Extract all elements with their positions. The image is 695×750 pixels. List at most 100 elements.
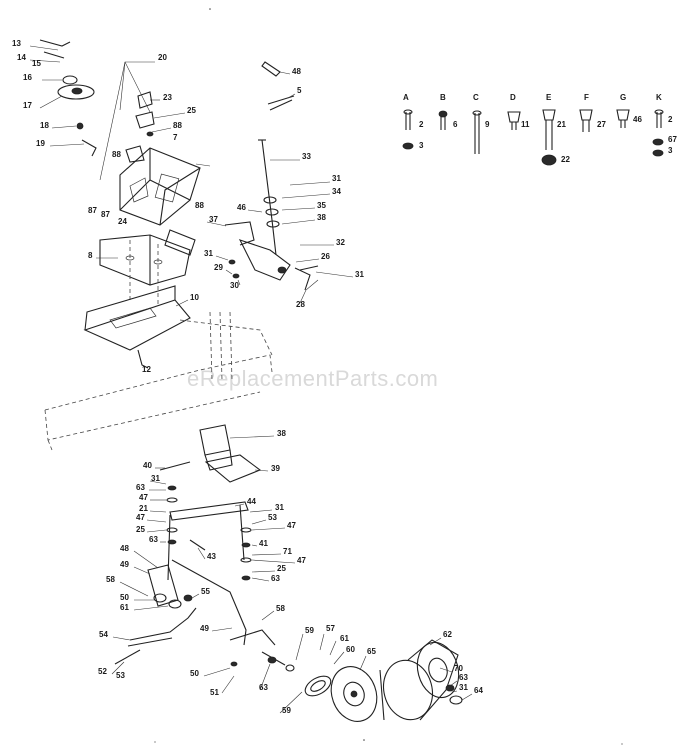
- bracket-parts: [125, 91, 186, 163]
- part-callout: 28: [296, 300, 305, 309]
- hardware-callout: 22: [561, 155, 570, 164]
- part-callout: 39: [271, 464, 280, 473]
- part-callout: 31: [355, 270, 364, 279]
- part-callout: 26: [321, 252, 330, 261]
- part-callout: 59: [282, 706, 291, 715]
- part-callout: 31: [459, 683, 468, 692]
- hardware-letter: B: [440, 93, 446, 102]
- part-callout: 32: [336, 238, 345, 247]
- hardware-callout: 2: [668, 115, 673, 124]
- part-callout: 30: [230, 281, 239, 290]
- hardware-callout: 6: [453, 120, 458, 129]
- hardware-row: [402, 109, 664, 166]
- part-callout: 58: [276, 604, 285, 613]
- part-callout: 71: [283, 547, 292, 556]
- part-callout: 49: [120, 560, 129, 569]
- hardware-letter: A: [403, 93, 409, 102]
- part-callout: 58: [106, 575, 115, 584]
- part-callout: 54: [99, 630, 108, 639]
- part-callout: 10: [190, 293, 199, 302]
- part-callout: 47: [297, 556, 306, 565]
- part-callout: 88: [195, 201, 204, 210]
- part-callout: 29: [214, 263, 223, 272]
- part-callout: 15: [32, 59, 41, 68]
- part-callout: 33: [302, 152, 311, 161]
- hardware-callout: 46: [633, 115, 642, 124]
- part-callout: 47: [136, 513, 145, 522]
- part-callout: 64: [474, 686, 483, 695]
- linkage-arm: [146, 480, 296, 582]
- part-callout: 55: [201, 587, 210, 596]
- part-callout: 87: [88, 206, 97, 215]
- part-callout: 13: [12, 39, 21, 48]
- part-callout: 65: [367, 647, 376, 656]
- part-callout: 31: [151, 474, 160, 483]
- hardware-letter: E: [546, 93, 552, 102]
- part-callout: 38: [277, 429, 286, 438]
- part-callout: 88: [173, 121, 182, 130]
- part-callout: 51: [210, 688, 219, 697]
- hardware-letter: C: [473, 93, 479, 102]
- part-callout: 59: [305, 626, 314, 635]
- part-callout: 63: [259, 683, 268, 692]
- hardware-letter: F: [584, 93, 589, 102]
- shift-lever-assembly: [206, 139, 354, 304]
- part-callout: 53: [116, 671, 125, 680]
- part-callout: 47: [287, 521, 296, 530]
- leader-lines-20: [99, 61, 155, 181]
- part-callout: 12: [142, 365, 151, 374]
- part-callout: 21: [139, 504, 148, 513]
- hardware-letter: D: [510, 93, 516, 102]
- frame-rail: [44, 311, 273, 451]
- part-callout: 49: [200, 624, 209, 633]
- knob-assembly: [29, 39, 97, 157]
- part-callout: 70: [454, 664, 463, 673]
- pin-parts-top: [261, 61, 296, 111]
- pedal-linkage: [111, 550, 276, 694]
- hardware-callout: 3: [668, 146, 673, 155]
- part-callout: 48: [120, 544, 129, 553]
- hardware-callout: 11: [521, 120, 530, 129]
- part-callout: 57: [326, 624, 335, 633]
- hardware-callout: 2: [419, 120, 424, 129]
- part-callout: 8: [88, 251, 93, 260]
- part-callout: 63: [136, 483, 145, 492]
- part-callout: 50: [120, 593, 129, 602]
- part-callout: 63: [271, 574, 280, 583]
- part-callout: 38: [317, 213, 326, 222]
- part-callout: 40: [143, 461, 152, 470]
- hardware-letter: G: [620, 93, 626, 102]
- hardware-callout: 9: [485, 120, 490, 129]
- part-callout: 37: [209, 215, 218, 224]
- wheel-assembly: [259, 633, 473, 722]
- base-plate: [83, 285, 191, 369]
- part-callout: 34: [332, 187, 341, 196]
- part-callout: 19: [36, 139, 45, 148]
- part-callout: 53: [268, 513, 277, 522]
- part-callout: 44: [247, 497, 256, 506]
- watermark-text: eReplacementParts.com: [187, 366, 438, 391]
- part-callout: 88: [112, 150, 121, 159]
- hardware-callout: 21: [557, 120, 566, 129]
- part-callout: 17: [23, 101, 32, 110]
- hardware-callout: 3: [419, 141, 424, 150]
- part-callout: 35: [317, 201, 326, 210]
- hardware-callout: 67: [668, 135, 677, 144]
- part-callout: 7: [173, 133, 178, 142]
- part-callout: 46: [237, 203, 246, 212]
- part-callout: 48: [292, 67, 301, 76]
- part-callout: 20: [158, 53, 167, 62]
- part-callout: 18: [40, 121, 49, 130]
- part-callout: 50: [190, 669, 199, 678]
- part-callout: 24: [118, 217, 127, 226]
- part-callout: 87: [101, 210, 110, 219]
- part-callout: 63: [149, 535, 158, 544]
- part-callout: 31: [332, 174, 341, 183]
- part-callout: 60: [346, 645, 355, 654]
- part-callout: 63: [459, 673, 468, 682]
- part-callout: 52: [98, 667, 107, 676]
